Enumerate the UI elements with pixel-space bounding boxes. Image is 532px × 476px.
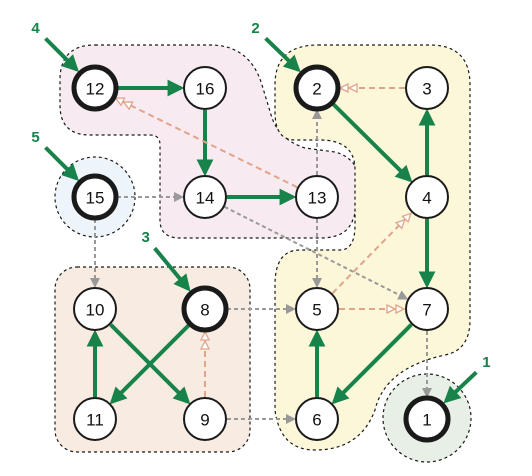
edge-back-5-to-4 <box>331 213 411 295</box>
edge-tree-7-to-6 <box>331 323 413 405</box>
scc-regions <box>54 44 472 463</box>
node-5: 5 <box>295 287 339 331</box>
node-9: 9 <box>183 397 227 441</box>
root-order-arrow-4 <box>44 37 79 72</box>
root-order-label-4: 4 <box>31 20 40 37</box>
node-label-6: 6 <box>312 411 321 430</box>
node-12: 12 <box>71 64 119 112</box>
node-circle-4 <box>405 175 449 219</box>
node-16: 16 <box>183 66 227 110</box>
edge-tree-10-to-9 <box>109 323 191 405</box>
node-label-1: 1 <box>422 411 431 430</box>
node-label-9: 9 <box>200 411 209 430</box>
node-7: 7 <box>405 287 449 331</box>
node-circle-13 <box>295 175 339 219</box>
node-4: 4 <box>405 175 449 219</box>
node-label-16: 16 <box>196 80 215 99</box>
node-label-3: 3 <box>422 80 431 99</box>
node-15: 15 <box>71 173 119 221</box>
edge-tree-2-to-4 <box>331 102 413 183</box>
node-2: 2 <box>293 64 341 112</box>
edge-back-13-to-12 <box>116 97 298 189</box>
node-circle-2 <box>293 64 341 112</box>
node-circle-10 <box>73 287 117 331</box>
node-label-2: 2 <box>312 80 321 99</box>
node-label-15: 15 <box>86 189 105 208</box>
node-label-12: 12 <box>86 80 105 99</box>
node-label-4: 4 <box>422 189 431 208</box>
node-circle-6 <box>295 397 339 441</box>
node-label-5: 5 <box>312 301 321 320</box>
node-circle-5 <box>295 287 339 331</box>
node-3: 3 <box>405 66 449 110</box>
node-circle-16 <box>183 66 227 110</box>
edges-layer <box>86 79 436 424</box>
root-order-arrow-1 <box>443 370 478 404</box>
node-label-8: 8 <box>200 301 209 320</box>
node-14: 14 <box>183 175 227 219</box>
node-label-13: 13 <box>308 189 327 208</box>
node-circle-12 <box>71 64 119 112</box>
scc-region-2-3-4-5-6-7 <box>274 44 471 451</box>
root-order-label-3: 3 <box>142 229 150 246</box>
node-circle-3 <box>405 66 449 110</box>
node-1: 1 <box>403 395 451 443</box>
node-label-11: 11 <box>86 411 104 430</box>
node-circle-9 <box>183 397 227 441</box>
root-order-label-2: 2 <box>251 20 259 37</box>
node-label-10: 10 <box>86 301 105 320</box>
root-order-label-1: 1 <box>482 354 490 371</box>
node-label-7: 7 <box>422 301 431 320</box>
node-10: 10 <box>73 287 117 331</box>
root-order-arrow-3 <box>153 246 191 292</box>
root-order-arrow-5 <box>44 146 79 181</box>
node-13: 13 <box>295 175 339 219</box>
node-8: 8 <box>181 285 229 333</box>
edge-cross-14-to-7 <box>224 206 409 300</box>
node-11: 11 <box>73 397 117 441</box>
node-label-14: 14 <box>196 189 215 208</box>
node-circle-15 <box>71 173 119 221</box>
node-circle-14 <box>183 175 227 219</box>
root-order-arrow-2 <box>264 36 301 73</box>
node-circle-11 <box>73 397 117 441</box>
node-circle-1 <box>403 395 451 443</box>
root-order-label-5: 5 <box>31 129 39 146</box>
node-circle-8 <box>181 285 229 333</box>
node-circle-7 <box>405 287 449 331</box>
node-6: 6 <box>295 397 339 441</box>
